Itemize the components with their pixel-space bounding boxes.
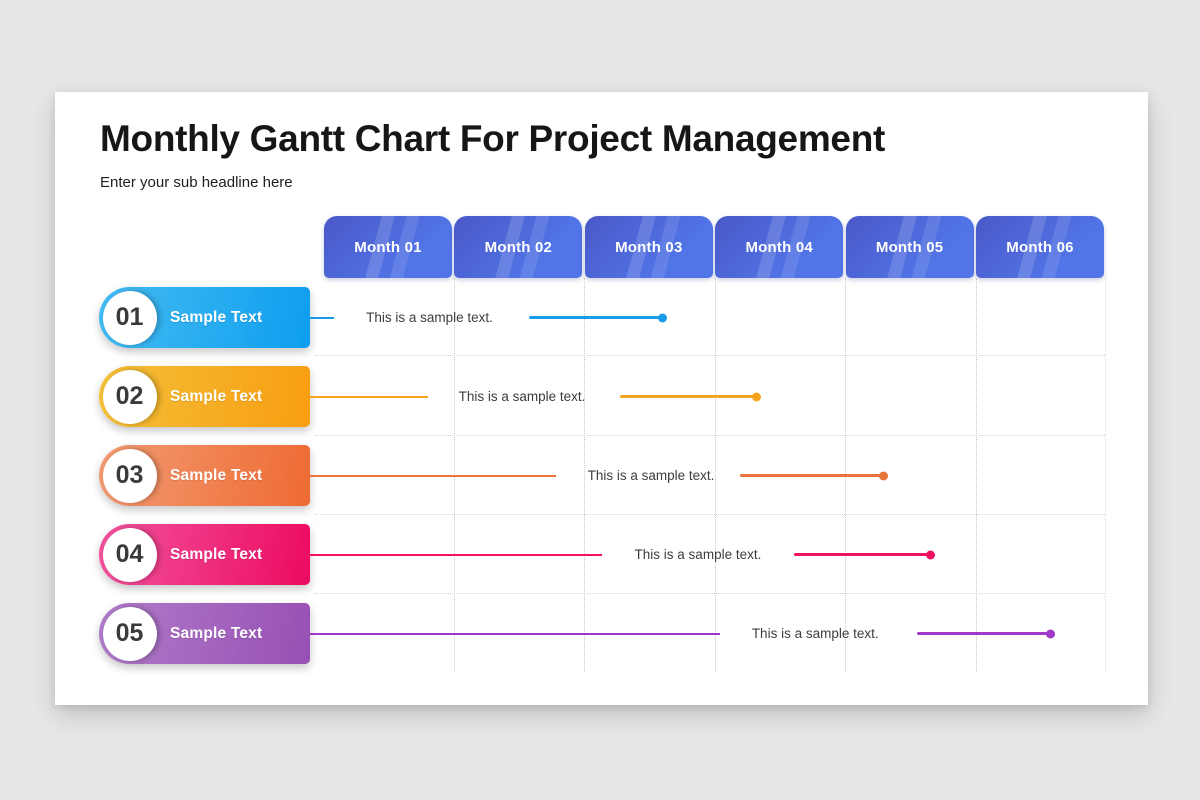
month-header-06: Month 06 — [976, 216, 1104, 278]
task-caption: This is a sample text. — [458, 388, 586, 404]
page-subtitle: Enter your sub headline here — [100, 174, 293, 191]
task-label: Sample Text — [170, 466, 263, 484]
task-pill-02: 02 Sample Text — [99, 366, 310, 427]
gantt-bar — [794, 550, 936, 559]
gridline-horizontal — [315, 593, 1105, 594]
task-label: Sample Text — [170, 624, 263, 642]
gantt-bar-end-dot — [926, 550, 936, 559]
task-label: Sample Text — [170, 308, 263, 326]
task-number-circle: 05 — [102, 606, 157, 661]
task-caption: This is a sample text. — [751, 625, 879, 641]
gantt-bar — [916, 629, 1056, 638]
task-connector-line — [310, 395, 429, 398]
task-number: 05 — [115, 619, 144, 647]
task-pill-03: 03 Sample Text — [99, 445, 310, 506]
task-number-circle: 01 — [102, 290, 157, 345]
gantt-bar-end-dot — [751, 392, 761, 401]
task-caption: This is a sample text. — [587, 467, 715, 483]
month-header-02: Month 02 — [454, 216, 583, 278]
task-label: Sample Text — [170, 545, 263, 563]
task-number: 01 — [115, 303, 144, 331]
gridline-vertical — [975, 278, 977, 672]
gridline-vertical — [1105, 278, 1106, 672]
gantt-bar — [619, 392, 761, 401]
task-number-circle: 03 — [102, 448, 157, 503]
month-header-01: Month 01 — [324, 216, 452, 278]
month-header-04: Month 04 — [715, 216, 844, 278]
task-connector-line — [310, 632, 721, 635]
task-connector-line — [310, 553, 602, 556]
task-label: Sample Text — [170, 387, 263, 405]
task-number: 04 — [115, 540, 144, 568]
task-number-circle: 04 — [102, 527, 157, 582]
gridline-vertical — [714, 278, 716, 672]
task-number: 03 — [115, 461, 144, 489]
slide-card: Monthly Gantt Chart For Project Manageme… — [55, 92, 1148, 705]
task-caption: This is a sample text. — [634, 546, 762, 562]
page-title: Monthly Gantt Chart For Project Manageme… — [100, 118, 886, 159]
gridline-horizontal — [315, 355, 1105, 356]
task-connector-line — [310, 316, 335, 319]
gantt-bar-end-dot — [879, 471, 889, 480]
task-caption: This is a sample text. — [366, 309, 493, 325]
gridline-horizontal — [315, 514, 1105, 515]
task-number-circle: 02 — [102, 369, 157, 424]
task-connector-line — [310, 474, 556, 477]
gridline-vertical — [584, 278, 586, 672]
month-header-05: Month 05 — [845, 216, 974, 278]
gantt-bar-end-dot — [657, 313, 667, 322]
month-header-03: Month 03 — [584, 216, 713, 278]
gridline-horizontal — [315, 435, 1105, 436]
task-number: 02 — [115, 382, 144, 410]
task-pill-04: 04 Sample Text — [99, 524, 310, 585]
gantt-bar-end-dot — [1046, 629, 1056, 638]
gantt-bar — [739, 471, 889, 480]
task-pill-01: 01 Sample Text — [99, 287, 310, 348]
gantt-bar — [528, 313, 667, 322]
task-pill-05: 05 Sample Text — [99, 603, 310, 664]
